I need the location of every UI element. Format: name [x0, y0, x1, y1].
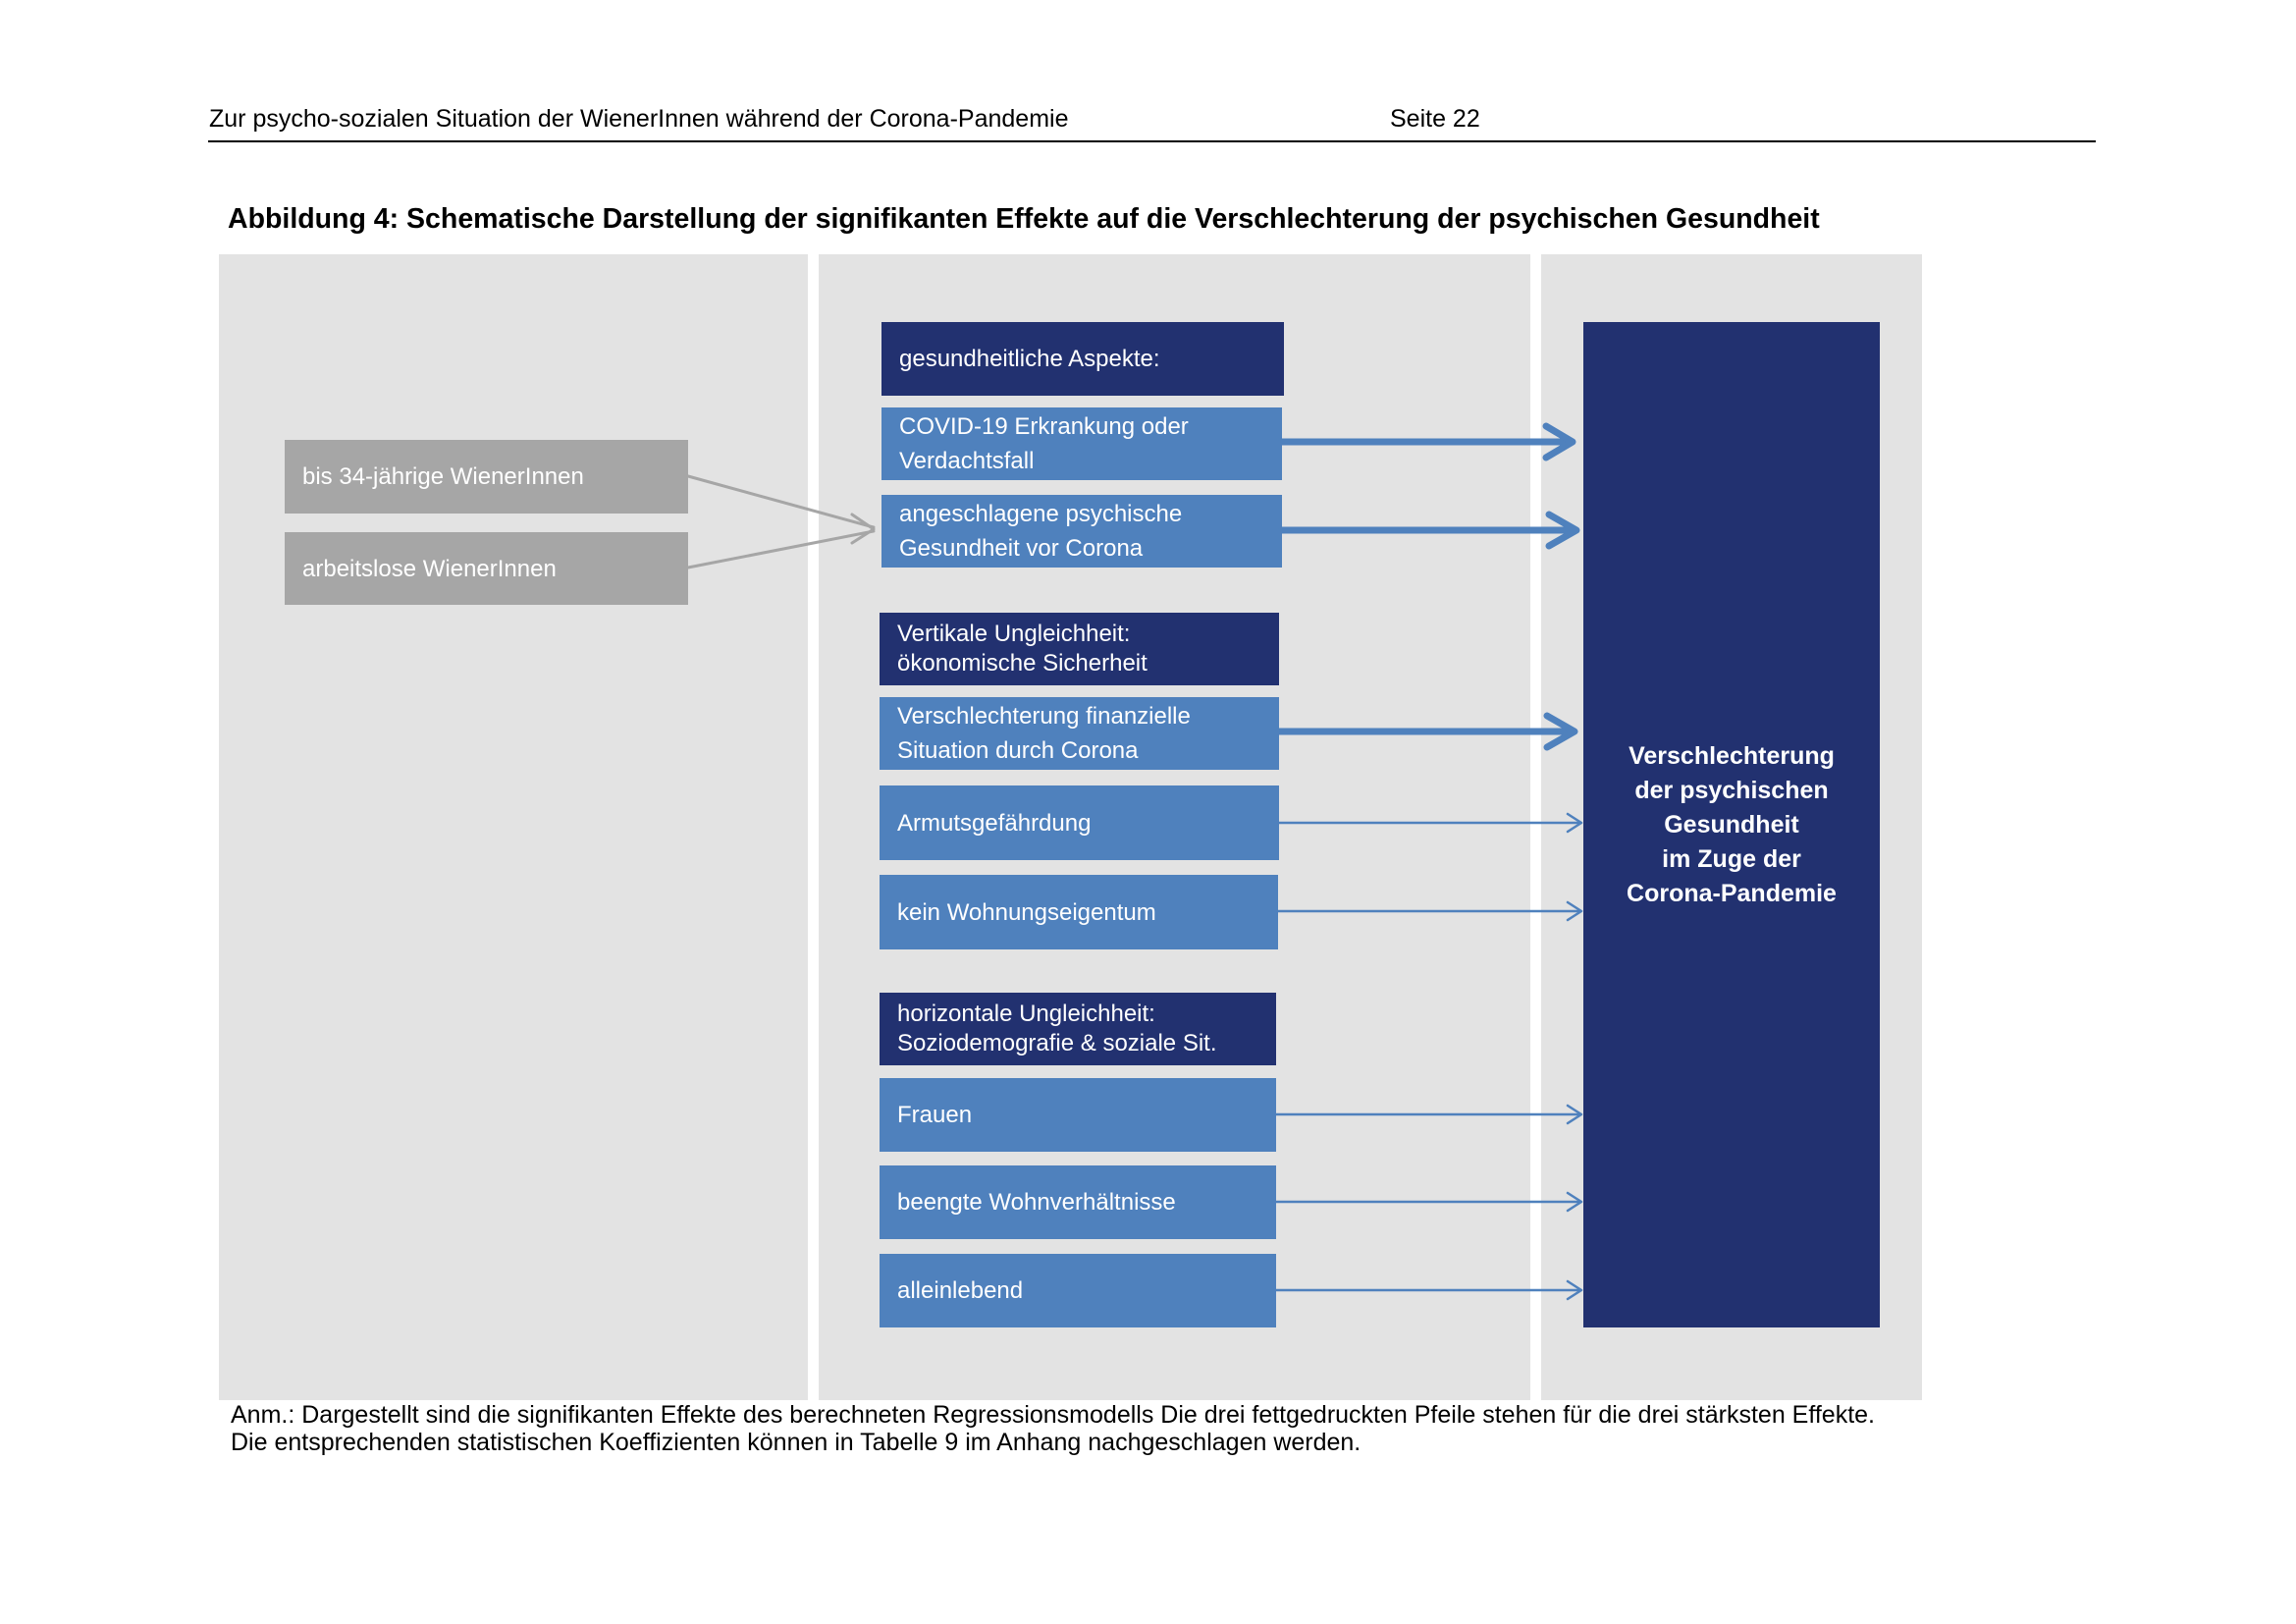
- figure-note-line-2: Die entsprechenden statistischen Koeffiz…: [231, 1429, 1362, 1456]
- group-heading-health: gesundheitliche Aspekte:: [881, 322, 1284, 396]
- header-divider: [208, 140, 2096, 142]
- thin-effect-arrows: [1274, 812, 1583, 1301]
- strong-arrowhead-finance: [1543, 712, 1578, 751]
- predictor-box-financial-situation: Verschlechterung finanzielle Situation d…: [880, 697, 1279, 770]
- moderator-arrowhead: [850, 513, 876, 545]
- thin-arrowhead-women: [1566, 1104, 1583, 1125]
- moderator-arrow-young: [686, 474, 876, 529]
- moderator-box-young: bis 34-jährige WienerInnen: [285, 440, 688, 514]
- moderator-arrow-unemployed: [686, 529, 876, 569]
- group-heading-vertical-inequality: Vertikale Ungleichheit: ökonomische Sich…: [880, 613, 1279, 685]
- predictor-box-living-alone: alleinlebend: [880, 1254, 1276, 1327]
- thin-arrowhead-no-property: [1566, 900, 1583, 922]
- thin-arrowhead-poverty: [1566, 812, 1583, 834]
- predictor-box-no-home-ownership: kein Wohnungseigentum: [880, 875, 1278, 949]
- page-header-title: Zur psycho-sozialen Situation der Wiener…: [209, 105, 1069, 133]
- predictor-box-crowded-housing: beengte Wohnverhältnisse: [880, 1165, 1276, 1239]
- group-heading-horizontal-inequality: horizontale Ungleichheit: Soziodemografi…: [880, 993, 1276, 1065]
- figure-note-line-1: Anm.: Dargestellt sind die signifikanten…: [231, 1401, 1875, 1429]
- strong-arrowhead-covid: [1542, 422, 1576, 461]
- strong-arrowhead-prior-health: [1545, 511, 1580, 550]
- figure-caption: Abbildung 4: Schematische Darstellung de…: [228, 203, 1820, 235]
- predictor-box-women: Frauen: [880, 1078, 1276, 1152]
- strong-effect-arrows: [1275, 422, 1580, 751]
- page-number: Seite 22: [1390, 105, 1480, 133]
- thin-arrowhead-living-alone: [1566, 1279, 1583, 1301]
- predictor-box-poverty-risk: Armutsgefährdung: [880, 785, 1279, 860]
- moderator-box-unemployed: arbeitslose WienerInnen: [285, 532, 688, 605]
- predictor-box-covid: COVID-19 Erkrankung oder Verdachtsfall: [881, 407, 1282, 480]
- moderator-arrows: [686, 474, 876, 569]
- thin-arrowhead-crowded: [1566, 1191, 1583, 1213]
- predictor-box-prior-mental-health: angeschlagene psychische Gesundheit vor …: [881, 495, 1282, 568]
- outcome-box: Verschlechterung der psychischen Gesundh…: [1583, 322, 1880, 1327]
